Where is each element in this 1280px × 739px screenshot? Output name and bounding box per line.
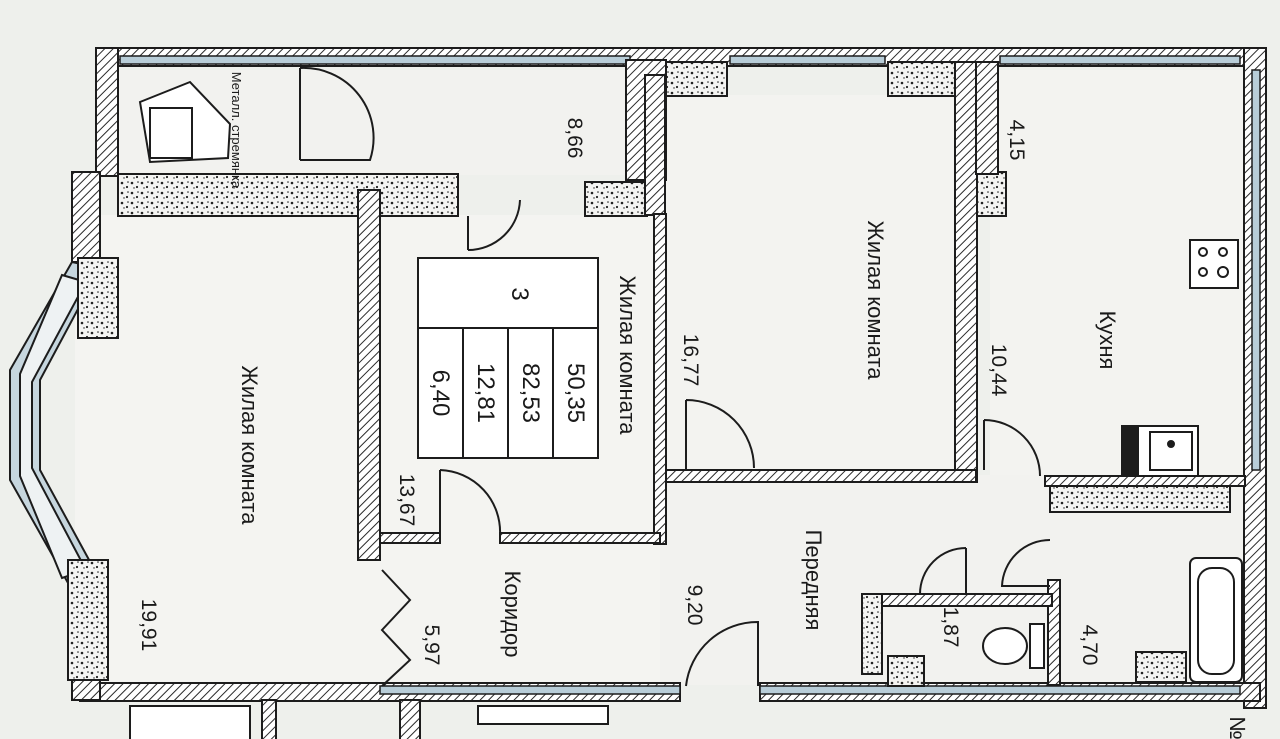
windows bbox=[119, 55, 1261, 695]
bath-door bbox=[1000, 538, 1051, 587]
room-name-kitchen: Кухня bbox=[1095, 311, 1120, 370]
room-name-living-middle: Жилая комната bbox=[615, 276, 640, 436]
area-living-right: 16,77 bbox=[679, 334, 702, 387]
kitchen-door bbox=[983, 419, 1041, 477]
area-kitchen: 10,44 bbox=[987, 344, 1010, 397]
area-living-left: 19,91 bbox=[137, 599, 160, 652]
bottom-wall-stub bbox=[261, 699, 277, 739]
area-living-middle: 13,67 bbox=[395, 474, 418, 527]
wc-door bbox=[919, 547, 967, 595]
bottom-radiator bbox=[477, 705, 609, 725]
loggia-ladder-label: Металл. стремянка bbox=[229, 72, 244, 189]
summary-kitchen: 12,81 bbox=[472, 363, 499, 423]
loggia-door bbox=[299, 66, 375, 161]
wardrobe-door bbox=[380, 569, 412, 687]
corner-number-mark: № bbox=[1225, 716, 1250, 739]
doors bbox=[299, 66, 1051, 687]
corridor-door bbox=[439, 469, 502, 536]
stove-icon bbox=[1189, 239, 1239, 289]
summary-total: 82,53 bbox=[517, 363, 544, 423]
middle-room-door bbox=[467, 199, 521, 251]
interior-walls bbox=[357, 59, 1246, 686]
summary-table bbox=[417, 257, 599, 459]
area-corridor: 5,97 bbox=[420, 625, 443, 666]
right-room-door bbox=[685, 399, 755, 470]
bottom-wall-stub-2 bbox=[399, 699, 421, 739]
fixtures bbox=[129, 80, 1243, 739]
room-name-living-left: Жилая комната bbox=[237, 366, 262, 526]
area-bath: 4,70 bbox=[1078, 625, 1101, 666]
toilet-icon bbox=[982, 623, 1045, 669]
entrance-door bbox=[685, 620, 759, 687]
area-loggia-left: 8,66 bbox=[563, 118, 586, 159]
summary-other: 6,40 bbox=[427, 370, 454, 417]
area-wc: 1,87 bbox=[939, 607, 962, 648]
room-name-hall: Передняя bbox=[801, 530, 826, 631]
room-name-corridor: Коридор bbox=[500, 571, 525, 658]
bottom-fixture bbox=[129, 705, 251, 739]
bathtub-icon bbox=[1189, 557, 1243, 683]
room-name-living-right: Жилая комната bbox=[863, 221, 888, 381]
summary-living: 50,35 bbox=[562, 363, 589, 423]
area-loggia-right: 4,15 bbox=[1005, 120, 1028, 161]
sink-icon bbox=[1121, 425, 1199, 477]
summary-rooms-count: 3 bbox=[506, 287, 533, 300]
ladder-icon bbox=[138, 80, 232, 164]
area-hall: 9,20 bbox=[683, 585, 706, 626]
